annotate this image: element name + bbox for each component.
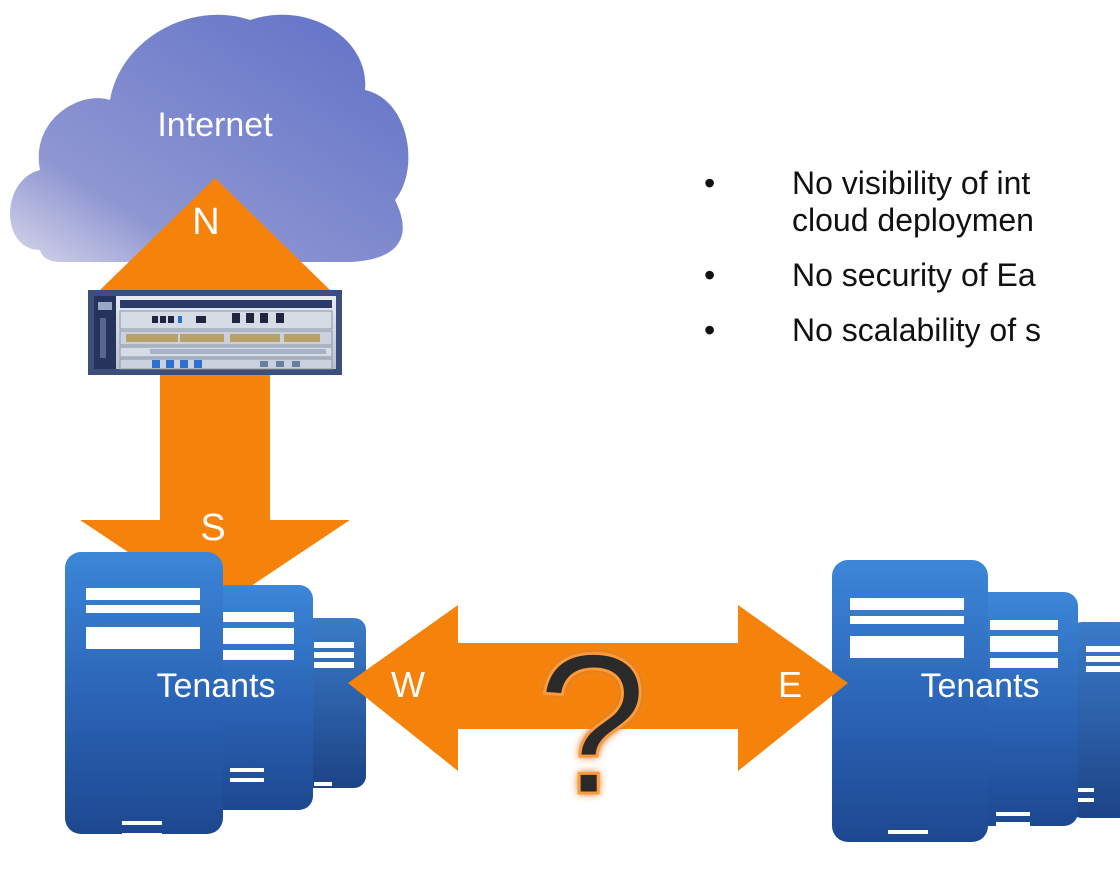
north-label: N <box>192 201 219 243</box>
issue-list: • No visibility of int cloud deploymen •… <box>700 165 1120 367</box>
bullet-text: No scalability of s <box>792 312 1041 348</box>
right-tenants-label: Tenants <box>920 667 1039 705</box>
east-label: E <box>778 664 802 705</box>
question-mark: ? <box>536 613 647 836</box>
west-east-arrow <box>348 605 848 771</box>
right-tenant-servers <box>832 560 1120 846</box>
bullet-visibility: • No visibility of int cloud deploymen <box>700 165 1120 239</box>
bullet-marker: • <box>704 165 716 201</box>
bullet-marker: • <box>704 312 716 348</box>
bullet-text: No visibility of int cloud deploymen <box>792 165 1034 238</box>
north-south-arrow <box>80 178 350 610</box>
west-label: W <box>391 664 425 705</box>
bullet-text: No security of Ea <box>792 257 1036 293</box>
firewall-device-icon <box>88 290 342 375</box>
left-tenants-label: Tenants <box>156 667 275 705</box>
bullet-scalability: • No scalability of s <box>700 312 1120 349</box>
internet-label: Internet <box>157 106 273 144</box>
bullet-marker: • <box>704 257 716 293</box>
south-label: S <box>200 507 225 549</box>
internet-cloud <box>10 14 409 263</box>
left-tenant-servers <box>65 552 366 837</box>
bullet-security: • No security of Ea <box>700 257 1120 294</box>
